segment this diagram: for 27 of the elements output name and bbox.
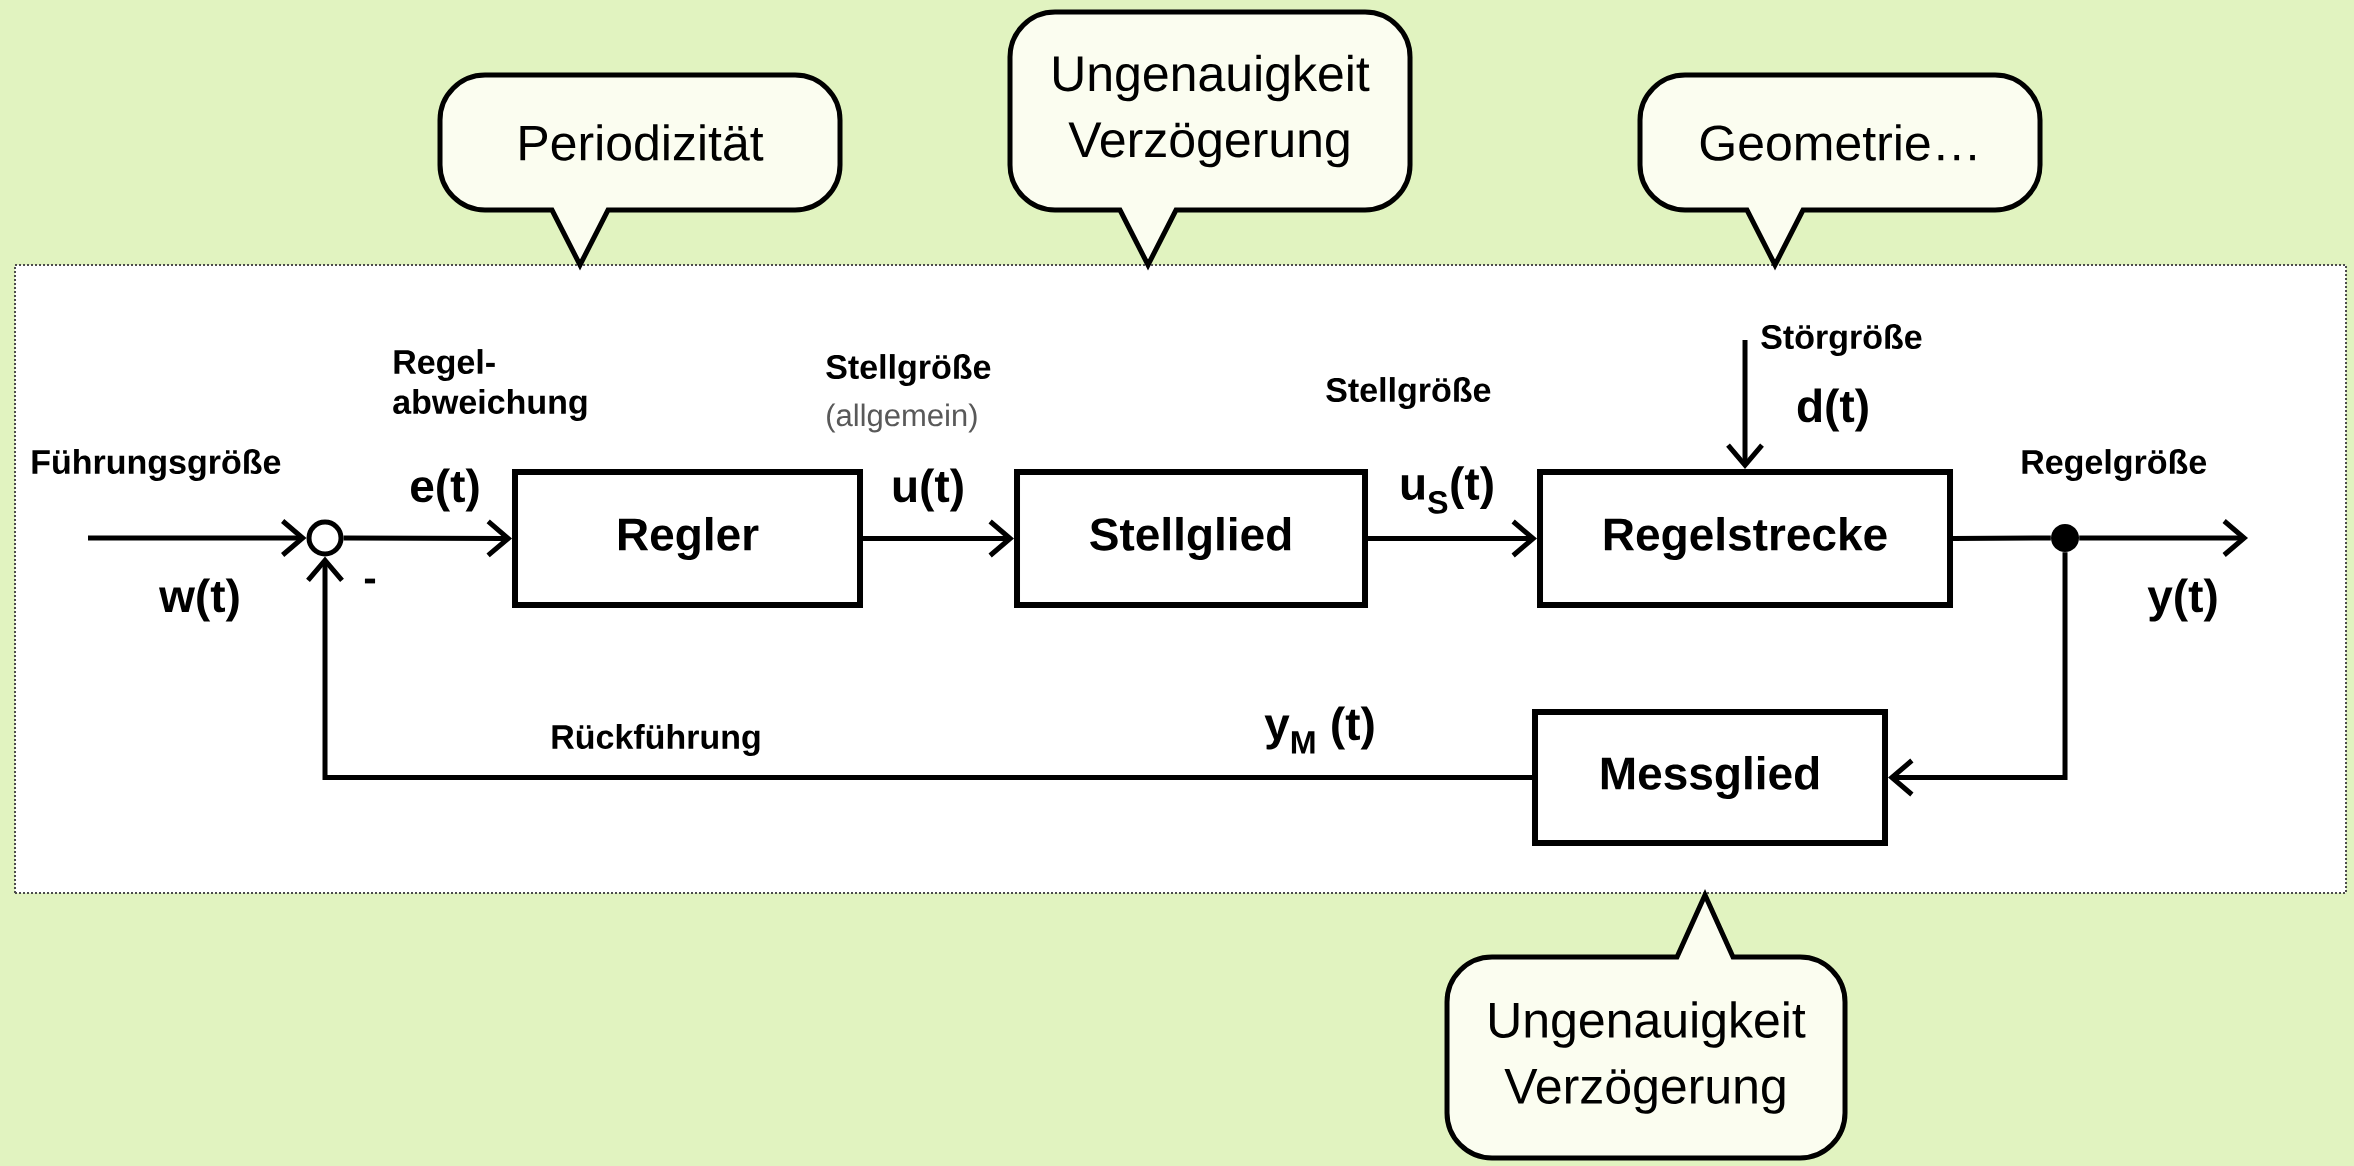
signal-name: Stellgröße: [826, 354, 991, 386]
signal-name: Störgröße: [1761, 324, 1922, 356]
block-box: Messglied: [1532, 709, 1888, 846]
signal-label: y(t): [2147, 578, 2217, 622]
callout-bubble: Ungenauigkeit Verzögerung: [1007, 9, 1413, 268]
signal-name: Führungsgröße: [32, 449, 281, 481]
block-box: Regelstrecke: [1537, 469, 1953, 608]
signal-name: Regel- abweichung: [393, 349, 587, 421]
signal-name: Rückführung: [552, 724, 760, 756]
callout-bubble: Geometrie…: [1637, 72, 2043, 268]
signal-label: u$_{S}$(t): [1401, 466, 1493, 514]
signal-label: e(t): [411, 468, 479, 512]
signal-name: Stellgröße: [1326, 377, 1491, 409]
signal-label: d(t): [1797, 388, 1868, 432]
callout-bubble: Ungenauigkeit Verzögerung: [1444, 892, 1848, 1161]
callout-bubble: Periodizität: [437, 72, 843, 268]
signal-name: (allgemein): [827, 403, 977, 433]
signal-label: u(t): [893, 468, 963, 512]
signal-label: w(t): [159, 578, 239, 622]
block-box: Stellglied: [1014, 469, 1368, 608]
signal-label: y$_{M}$ (t): [1264, 706, 1374, 754]
signal-name: Regelgröße: [2022, 449, 2207, 481]
summing-junction: [306, 519, 344, 557]
branch-point: [2051, 524, 2079, 552]
minus-sign: -: [364, 578, 376, 584]
block-box: Regler: [512, 469, 863, 608]
panel-frame: [14, 264, 2347, 894]
